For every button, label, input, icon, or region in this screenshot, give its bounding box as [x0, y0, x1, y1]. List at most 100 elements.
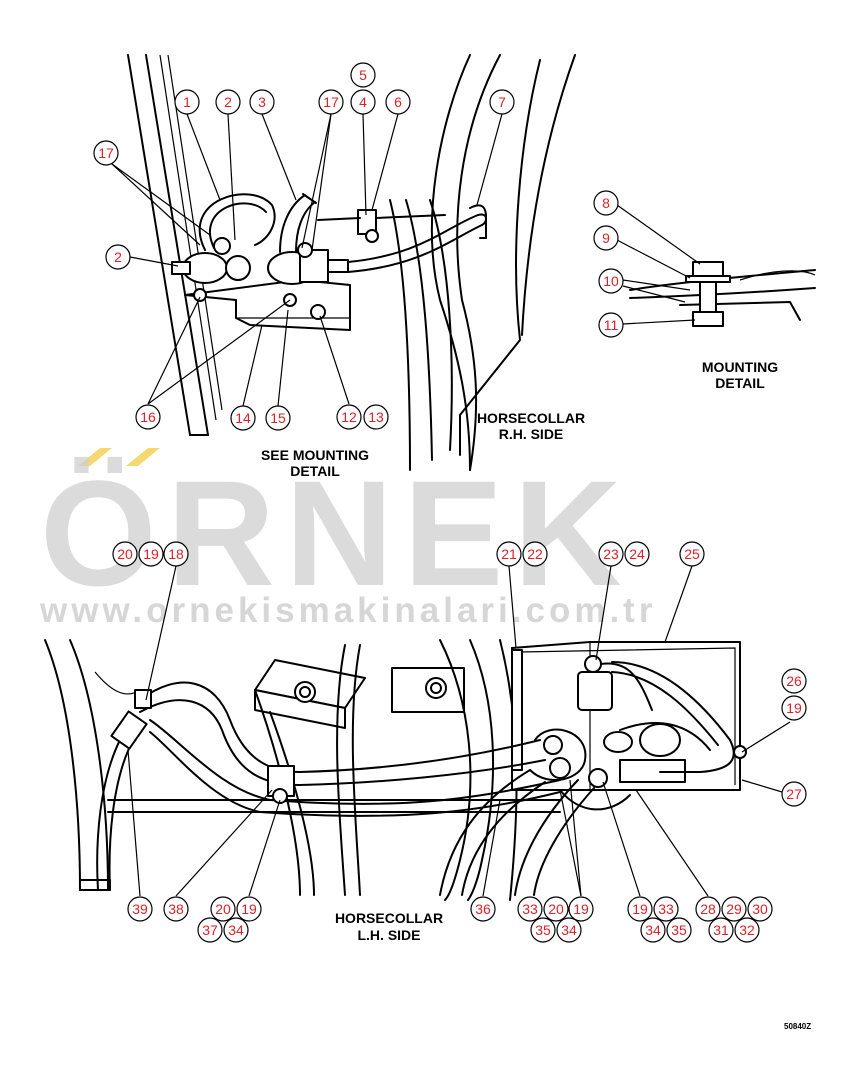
callout-1[interactable]: 1 — [174, 89, 200, 115]
callout-20-b2[interactable]: 20 — [543, 896, 569, 922]
callout-14[interactable]: 14 — [230, 405, 256, 431]
callout-9[interactable]: 9 — [593, 225, 619, 251]
callout-35-b2[interactable]: 35 — [530, 917, 556, 943]
callout-27[interactable]: 27 — [781, 781, 807, 807]
callout-23[interactable]: 23 — [598, 541, 624, 567]
caption-horsecollar-rh-2: R.H. SIDE — [499, 426, 564, 442]
callout-32[interactable]: 32 — [734, 917, 760, 943]
callout-17[interactable]: 17 — [318, 89, 344, 115]
rh-hose-loop-inner — [209, 202, 267, 249]
svg-text:12: 12 — [341, 409, 357, 425]
rh-valve-right-cap — [297, 242, 313, 258]
callout-19-b1[interactable]: 19 — [236, 896, 262, 922]
rh-hose-right-a — [347, 214, 479, 263]
svg-text:19: 19 — [573, 901, 589, 917]
callout-7[interactable]: 7 — [489, 89, 515, 115]
svg-text:39: 39 — [132, 901, 148, 917]
svg-text:34: 34 — [561, 922, 577, 938]
rh-horsecollar-curve — [521, 54, 576, 336]
callout-19-top[interactable]: 19 — [138, 541, 164, 567]
svg-text:15: 15 — [270, 410, 286, 426]
callout-15[interactable]: 15 — [265, 405, 291, 431]
callout-6[interactable]: 6 — [385, 89, 411, 115]
rh-side-assembly — [127, 54, 576, 471]
callout-33-b2[interactable]: 33 — [517, 896, 543, 922]
lh-bracket-right-bolt-inner — [430, 682, 442, 694]
caption-see-mounting-2: DETAIL — [290, 463, 340, 479]
svg-text:19: 19 — [632, 901, 648, 917]
rh-horsecollar-tube-1 — [389, 199, 411, 471]
callout-19-right[interactable]: 19 — [781, 695, 807, 721]
callout-20-top[interactable]: 20 — [112, 541, 138, 567]
callout-2[interactable]: 2 — [215, 89, 241, 115]
rh-fastener-nut — [310, 304, 326, 320]
caption-mounting-detail-2: DETAIL — [715, 375, 765, 391]
svg-text:31: 31 — [713, 922, 729, 938]
callout-19-b2[interactable]: 19 — [568, 896, 594, 922]
callout-39[interactable]: 39 — [127, 896, 153, 922]
callout-34-b1[interactable]: 34 — [223, 917, 249, 943]
lh-hose-lower-a — [149, 719, 561, 805]
callout-4[interactable]: 4 — [350, 89, 376, 115]
callout-21[interactable]: 21 — [496, 541, 522, 567]
svg-text:38: 38 — [168, 901, 184, 917]
lh-hose-cross-a — [619, 722, 711, 751]
rh-horsecollar-tube-3 — [429, 199, 453, 451]
lh-filter-body — [577, 671, 613, 711]
rh-frame-rail-outer — [127, 54, 191, 436]
mount-plate-bottom — [679, 301, 801, 321]
callout-26[interactable]: 26 — [781, 668, 807, 694]
callout-19-b3[interactable]: 19 — [627, 896, 653, 922]
caption-mounting-detail-1: MOUNTING — [702, 359, 778, 375]
callout-25[interactable]: 25 — [679, 541, 705, 567]
callout-33-b3[interactable]: 33 — [653, 896, 679, 922]
callout-35-b3[interactable]: 35 — [666, 917, 692, 943]
callout-20-b1[interactable]: 20 — [210, 896, 236, 922]
svg-text:17: 17 — [98, 145, 114, 161]
lh-manifold-3 — [588, 768, 608, 788]
lh-frame-post — [511, 649, 523, 771]
caption-horsecollar-lh-1: HORSECOLLAR — [335, 910, 443, 926]
svg-text:33: 33 — [658, 901, 674, 917]
svg-text:37: 37 — [202, 922, 218, 938]
lh-hose-top-b — [611, 671, 719, 746]
lh-filter-cap — [584, 655, 602, 673]
svg-text:10: 10 — [603, 273, 619, 289]
callout-31[interactable]: 31 — [708, 917, 734, 943]
svg-text:17: 17 — [323, 94, 339, 110]
callout-13[interactable]: 13 — [363, 404, 389, 430]
rh-leaders — [111, 113, 503, 407]
svg-text:8: 8 — [602, 195, 610, 211]
callout-17-left[interactable]: 17 — [93, 140, 119, 166]
svg-text:19: 19 — [143, 546, 159, 562]
callout-36[interactable]: 36 — [470, 896, 496, 922]
callout-12[interactable]: 12 — [336, 404, 362, 430]
callout-16[interactable]: 16 — [135, 404, 161, 430]
svg-text:7: 7 — [498, 94, 506, 110]
callout-30[interactable]: 30 — [747, 896, 773, 922]
callout-5[interactable]: 5 — [350, 62, 376, 88]
callout-3[interactable]: 3 — [249, 89, 275, 115]
callout-24[interactable]: 24 — [624, 541, 650, 567]
callout-29[interactable]: 29 — [721, 896, 747, 922]
callout-11[interactable]: 11 — [598, 312, 624, 338]
svg-text:13: 13 — [368, 409, 384, 425]
callout-10[interactable]: 10 — [598, 268, 624, 294]
figure-code: 50840Z — [784, 1022, 811, 1031]
callout-2-left[interactable]: 2 — [105, 244, 131, 270]
callout-8[interactable]: 8 — [593, 190, 619, 216]
callout-18[interactable]: 18 — [163, 541, 189, 567]
lh-frame-curve — [94, 671, 141, 695]
svg-text:19: 19 — [241, 901, 257, 917]
lh-hose-diag-b — [461, 781, 546, 896]
svg-text:19: 19 — [786, 700, 802, 716]
callout-38[interactable]: 38 — [163, 896, 189, 922]
mount-shank — [699, 281, 717, 313]
callout-37[interactable]: 37 — [197, 917, 223, 943]
callout-28[interactable]: 28 — [695, 896, 721, 922]
callout-22[interactable]: 22 — [522, 541, 548, 567]
svg-text:35: 35 — [535, 922, 551, 938]
watermark-brand: ÖRNEK — [40, 449, 632, 617]
callout-34-b3[interactable]: 34 — [640, 917, 666, 943]
callout-34-b2[interactable]: 34 — [556, 917, 582, 943]
